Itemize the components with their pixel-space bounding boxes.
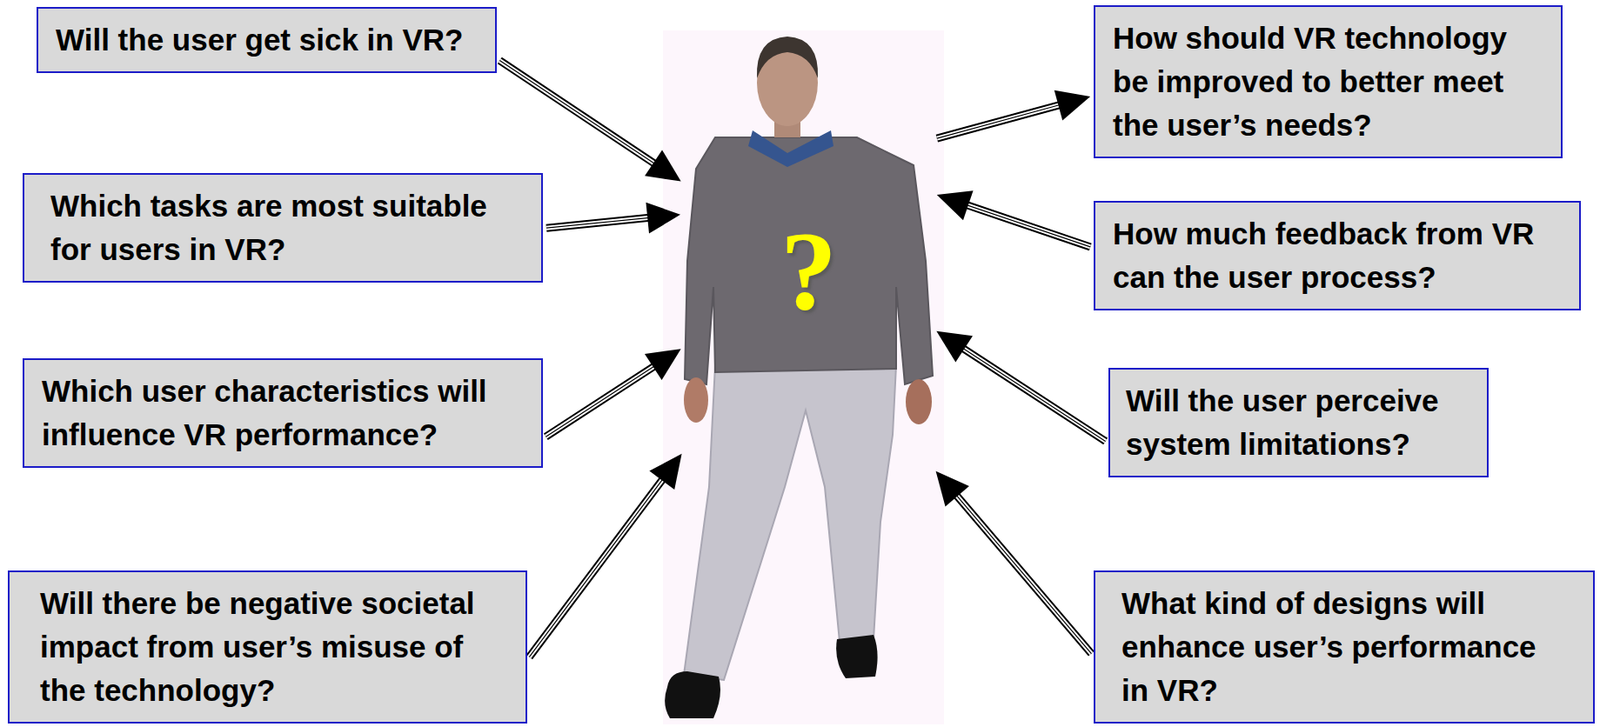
arrow-shaft [528, 475, 666, 657]
figure-ground [662, 30, 944, 725]
arrow-shaft [546, 217, 655, 228]
left-hand [683, 377, 709, 423]
arrow-shaft-core [952, 491, 1092, 655]
sweater [684, 137, 933, 385]
question-box: Which tasks are most suitable for users … [22, 173, 543, 283]
question-box: Which user characteristics will influenc… [22, 358, 543, 469]
arrow-shaft-gap [958, 345, 1106, 442]
question-text: Which user characteristics will influenc… [41, 369, 524, 457]
arrow-head [936, 331, 973, 363]
question-box: Will the user get sick in VR? [36, 6, 497, 74]
arrow-shaft [958, 345, 1106, 442]
arrow-head [644, 149, 682, 181]
arrow-shaft [499, 60, 659, 168]
arrow-head [937, 190, 974, 221]
question-text: How should VR technology be improved to … [1112, 16, 1544, 148]
arrow-head [645, 202, 681, 235]
question-box: How much feedback from VR can the user p… [1093, 200, 1581, 311]
question-text: Will the user get sick in VR? [55, 18, 478, 62]
double-arrow [545, 348, 681, 437]
question-box: How should VR technology be improved to … [1093, 5, 1563, 159]
question-box: What kind of designs will enhance user’s… [1093, 570, 1595, 724]
arrow-shaft-gap [545, 363, 659, 437]
question-mark: ? [683, 214, 934, 328]
arrow-shaft [937, 103, 1065, 139]
left-shoe [664, 671, 721, 719]
arrow-head [936, 471, 970, 508]
double-arrow [499, 60, 681, 182]
arrow-shaft-gap [528, 475, 666, 657]
question-box: Will the user perceive system limitation… [1108, 368, 1489, 478]
double-arrow [937, 90, 1091, 139]
double-arrow [546, 202, 681, 235]
arrow-shaft [962, 203, 1092, 248]
arrow-shaft-core [546, 217, 655, 228]
double-arrow [936, 471, 1092, 655]
arrow-head [649, 454, 682, 490]
arrow-shaft-gap [952, 491, 1092, 655]
arrow-shaft-core [962, 203, 1092, 248]
question-text: How much feedback from VR can the user p… [1112, 212, 1562, 300]
question-text: What kind of designs will enhance user’s… [1121, 582, 1567, 713]
double-arrow [528, 454, 682, 658]
arrow-shaft-core [937, 103, 1065, 139]
arrow-shaft-gap [962, 203, 1092, 248]
arrow-head [1054, 90, 1091, 121]
arrow-shaft-core [499, 60, 659, 168]
person-node: ? [683, 130, 934, 480]
hair [756, 36, 818, 79]
arrow-shaft-gap [546, 217, 655, 228]
right-shoe [836, 635, 877, 679]
double-arrow [937, 190, 1091, 248]
right-hand [905, 379, 932, 425]
question-box: Will there be negative societal impact f… [7, 570, 528, 724]
double-arrow [936, 331, 1105, 442]
arrow-shaft-core [528, 475, 666, 657]
arrow-shaft-core [958, 345, 1106, 442]
arrow-head [644, 348, 682, 381]
arrow-shaft-gap [499, 60, 659, 168]
arrow-shaft [545, 363, 659, 437]
arrow-shaft [952, 491, 1092, 655]
question-text: Will the user perceive system limitation… [1125, 379, 1472, 467]
trousers [683, 365, 897, 681]
arrow-shaft-gap [937, 103, 1065, 139]
question-text: Which tasks are most suitable for users … [50, 184, 516, 272]
arrow-shaft-core [545, 363, 659, 437]
question-text: Will there be negative societal impact f… [40, 582, 496, 713]
